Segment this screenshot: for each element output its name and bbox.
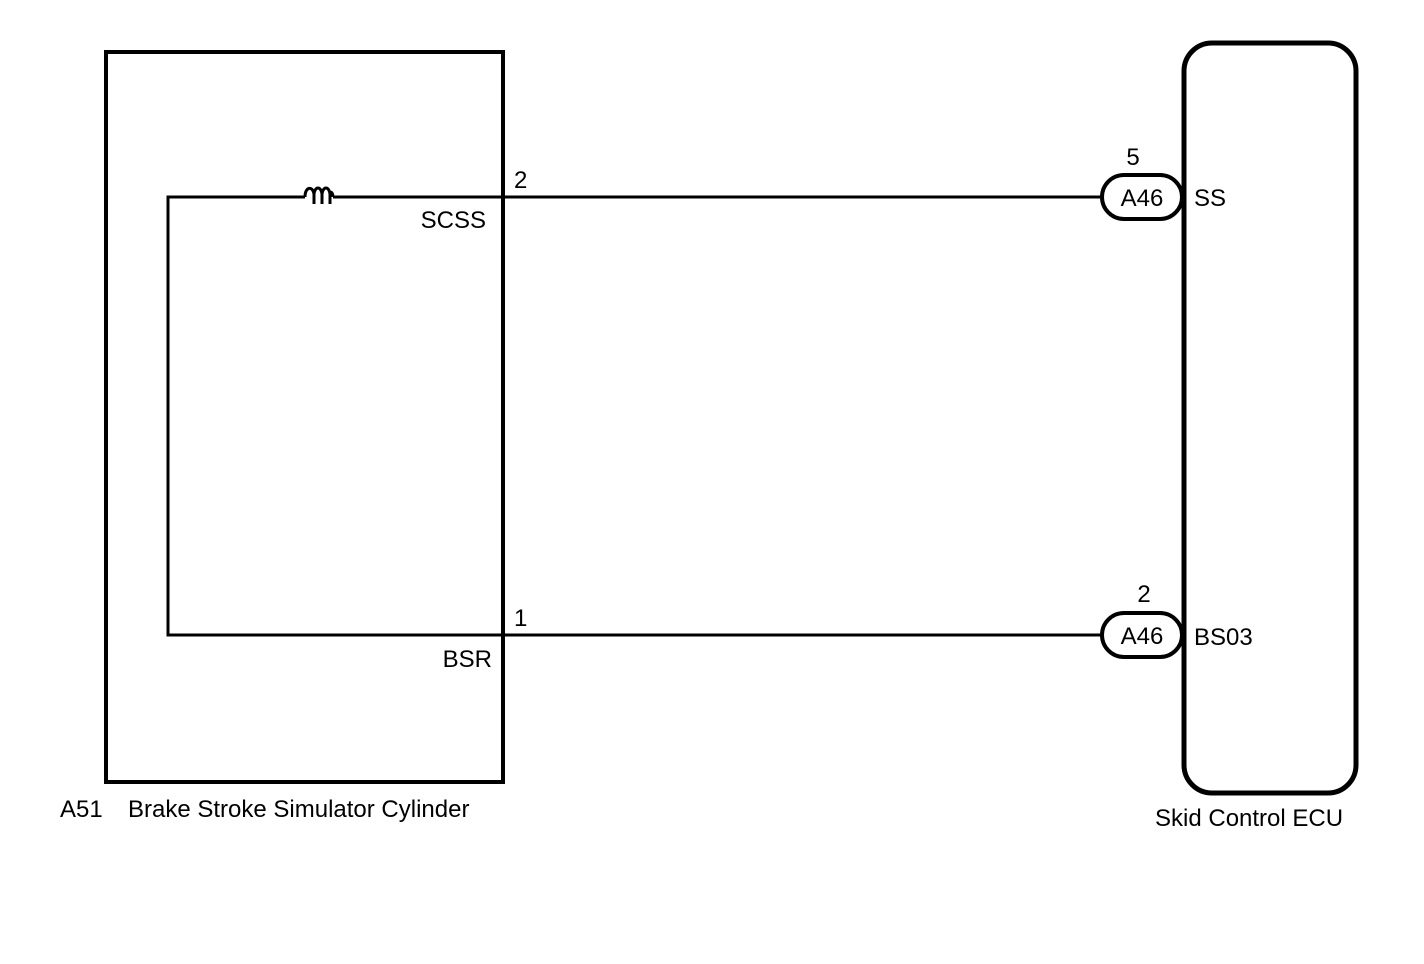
cylinder-name: Brake Stroke Simulator Cylinder (128, 796, 469, 823)
cylinder-code: A51 (60, 796, 103, 823)
ecu-pin-5-number: 5 (1126, 144, 1139, 171)
ecu-outline (1181, 40, 1359, 796)
coil-sensor-icon (303, 186, 335, 204)
cylinder-pin-2-name: SCSS (421, 207, 486, 234)
connector-a46-lower (1100, 611, 1184, 659)
ecu-terminal-bs03: BS03 (1194, 624, 1253, 651)
sensor-loop-wire (166, 195, 503, 637)
cylinder-outline (104, 50, 505, 784)
connector-a46-lower-label: A46 (1121, 623, 1164, 650)
cylinder-pin-1-number: 1 (514, 605, 527, 632)
cylinder-pin-2-number: 2 (514, 167, 527, 194)
cylinder-pin-1-name: BSR (443, 646, 492, 673)
ecu-name: Skid Control ECU (1155, 805, 1343, 832)
ecu-terminal-ss: SS (1194, 185, 1226, 212)
connector-a46-upper-label: A46 (1121, 185, 1164, 212)
ecu-pin-2-number: 2 (1137, 581, 1150, 608)
connector-a46-upper (1100, 173, 1184, 221)
